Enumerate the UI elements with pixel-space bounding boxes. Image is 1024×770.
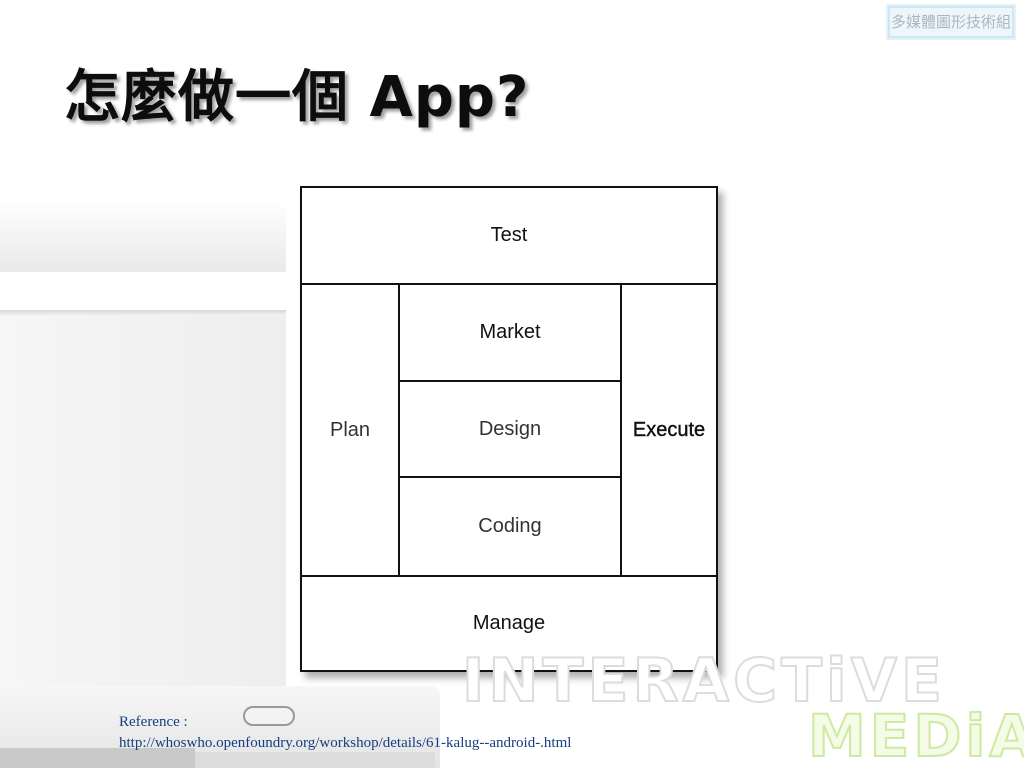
diagram-cell-market: Market — [400, 285, 620, 382]
diagram-cell-coding: Coding — [478, 515, 542, 537]
app-process-diagram: Test Plan Market Design Coding Execute M… — [300, 186, 718, 672]
background-shelf-line — [0, 310, 286, 316]
diagram-cell-manage: Manage — [302, 575, 716, 670]
reference-link[interactable]: http://whoswho.openfoundry.org/workshop/… — [119, 735, 572, 751]
diagram-cell-design: Design — [400, 382, 620, 478]
brand-logo-interactive: INTERACTiVE — [461, 645, 947, 717]
diagram-cell-plan: Plan — [302, 285, 400, 575]
group-tag: 多媒體圖形技術組 — [888, 6, 1014, 38]
background-panel-body — [0, 316, 286, 686]
background-strip-dark — [0, 748, 195, 768]
slide-title: 怎麼做一個 App? — [64, 65, 530, 130]
background-pill-shape — [243, 706, 295, 726]
brand-logo-media: MEDiA — [807, 701, 1024, 770]
reference-label: Reference : — [119, 714, 188, 730]
reference-block: Reference : http://whoswho.openfoundry.o… — [119, 712, 571, 754]
diagram-cell-test: Test — [302, 188, 716, 285]
diagram-cell-execute: Execute — [620, 285, 716, 575]
background-strip-light — [195, 752, 435, 768]
background-panel-top — [0, 200, 286, 272]
